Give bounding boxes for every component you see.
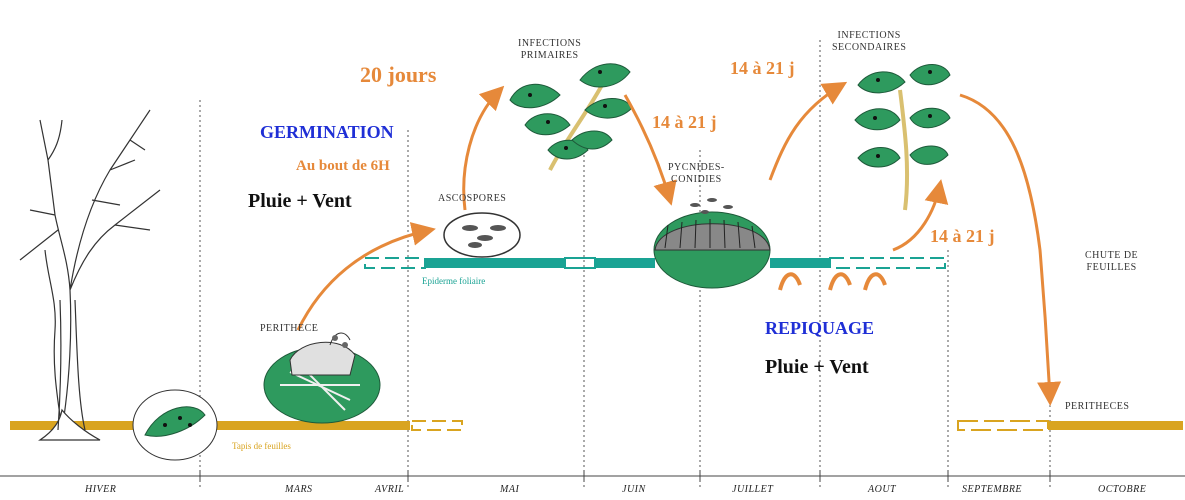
month-aout: AOUT [868, 484, 897, 495]
pycnides-label: PYCNIDES- CONIDIES [668, 162, 725, 185]
month-mars: MARS [285, 484, 313, 495]
month-septembre: SEPTEMBRE [962, 484, 1023, 495]
leaf-epidermis-label: Epiderme foliaire [422, 276, 486, 286]
secondary-infections-label: INFECTIONS SECONDAIRES [832, 30, 907, 53]
duration-20-days: 20 jours [360, 62, 437, 87]
month-mai: MAI [500, 484, 520, 495]
month-octobre: OCTOBRE [1098, 484, 1147, 495]
ascospore-drawing [443, 212, 521, 258]
perithecses-label: PERITHECES [1065, 401, 1130, 412]
duration-14-21-a: 14 à 21 j [652, 112, 717, 132]
month-juin: JUIN [622, 484, 646, 495]
primary-infections-label: INFECTIONS PRIMAIRES [518, 38, 582, 61]
leaf-carpet-label: Tapis de feuilles [232, 441, 291, 451]
month-avril: AVRIL [375, 484, 405, 495]
perithece-drawing [263, 332, 381, 424]
secondary-infection-plant [854, 64, 951, 211]
pycnide-drawing [653, 198, 771, 289]
repiquage-arrows [778, 272, 887, 291]
germination-label: GERMINATION [260, 122, 394, 142]
after-6h-label: Au bout de 6H [296, 158, 390, 174]
duration-14-21-b: 14 à 21 j [730, 58, 795, 78]
month-juillet: JUILLET [732, 484, 774, 495]
rain-wind-label-2: Pluie + Vent [765, 356, 869, 378]
primary-infection-plant [509, 63, 633, 171]
perithece-label: PERITHECE [260, 323, 319, 334]
fallen-leaf-circle [132, 389, 218, 461]
epidermis-bar [364, 257, 946, 269]
bare-tree [19, 109, 161, 441]
repiquage-label: REPIQUAGE [765, 318, 875, 338]
ascospores-label: ASCOSPORES [438, 193, 507, 204]
duration-14-21-c: 14 à 21 j [930, 226, 995, 246]
leaf-fall-label: CHUTE DE FEUILLES [1085, 250, 1139, 273]
month-dividers [199, 40, 1051, 488]
rain-wind-label-1: Pluie + Vent [248, 190, 352, 212]
cycle-arrows [296, 81, 1062, 406]
month-hiver: HIVER [85, 484, 117, 495]
